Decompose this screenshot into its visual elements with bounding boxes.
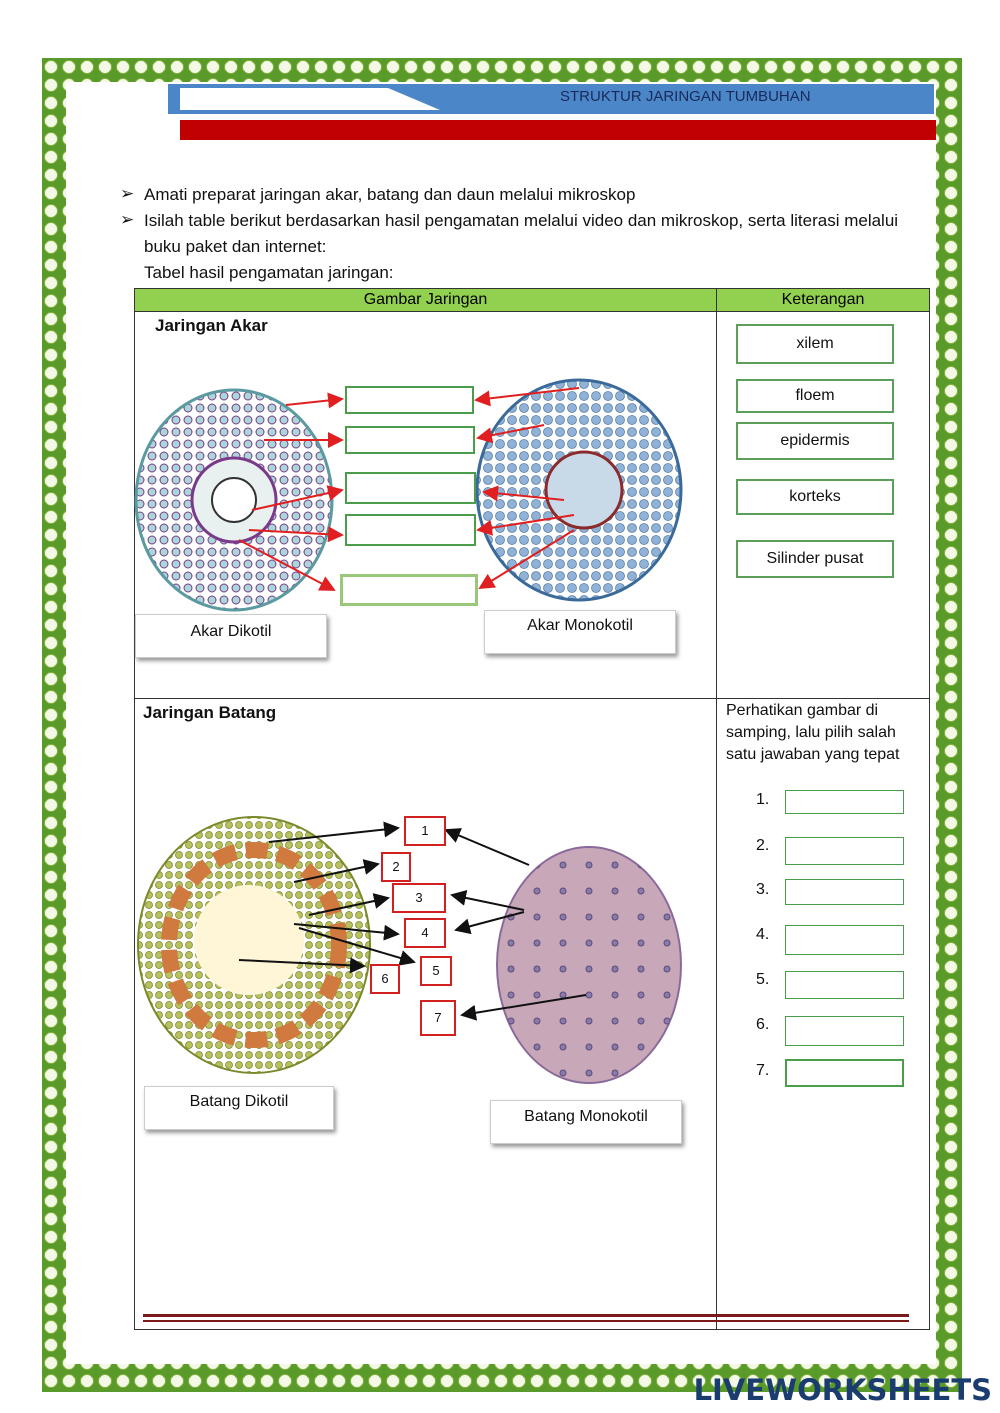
stem-label-1: 1 <box>404 816 446 846</box>
col-header-keterangan: Keterangan <box>716 288 930 312</box>
root-dicot-caption: Akar Dikotil <box>135 614 327 658</box>
stem-monocot-caption: Batang Monokotil <box>490 1100 682 1144</box>
stem-dicot-caption: Batang Dikotil <box>144 1086 334 1130</box>
stem-label-3: 3 <box>392 883 446 913</box>
stem-answer-7[interactable] <box>785 1059 904 1087</box>
stem-question-number: 2. <box>756 837 770 854</box>
keyword-floem[interactable]: floem <box>736 379 894 413</box>
header-red-bar <box>180 120 936 140</box>
col-header-gambar: Gambar Jaringan <box>134 288 717 312</box>
stem-answer-1[interactable] <box>785 790 904 814</box>
header-banner-white <box>180 88 440 110</box>
root-answer-1[interactable] <box>345 386 474 414</box>
arrow-bullet-icon: ➢ <box>120 210 135 229</box>
root-answer-3[interactable] <box>345 472 476 504</box>
stem-label-5: 5 <box>420 956 452 986</box>
stem-answer-2[interactable] <box>785 837 904 865</box>
keyword-epidermis[interactable]: epidermis <box>736 422 894 460</box>
root-title: Jaringan Akar <box>155 316 268 335</box>
stem-question-number: 7. <box>756 1062 770 1079</box>
stem-label-6: 6 <box>370 964 400 994</box>
stem-answer-4[interactable] <box>785 925 904 955</box>
stem-answer-6[interactable] <box>785 1016 904 1046</box>
root-answer-4[interactable] <box>345 514 476 546</box>
stem-illustration <box>137 816 682 1084</box>
root-illustration <box>134 378 683 612</box>
keyword-korteks[interactable]: korteks <box>736 479 894 515</box>
table-caption: Tabel hasil pengamatan jaringan: <box>144 263 394 282</box>
instruction-2: Isilah table berikut berdasarkan hasil p… <box>144 211 899 256</box>
bottom-divider-thin <box>143 1320 909 1322</box>
stem-question-number: 6. <box>756 1016 770 1033</box>
bottom-divider <box>143 1314 909 1317</box>
arrow-bullet-icon: ➢ <box>120 184 135 203</box>
root-answer-5[interactable] <box>340 574 478 606</box>
stem-label-4: 4 <box>404 918 446 948</box>
stem-instruction: Perhatikan gambar di samping, lalu pilih… <box>726 702 900 763</box>
stem-title: Jaringan Batang <box>143 703 277 722</box>
brand-logo: LIVEWORKSHEETS <box>693 1373 992 1407</box>
stem-answer-3[interactable] <box>785 879 904 905</box>
stem-question-number: 4. <box>756 926 770 943</box>
page-title: STRUKTUR JARINGAN TUMBUHAN <box>560 88 811 105</box>
root-monocot-caption: Akar Monokotil <box>484 610 676 654</box>
stem-question-number: 5. <box>756 971 770 988</box>
stem-answer-5[interactable] <box>785 971 904 999</box>
instruction-1: Amati preparat jaringan akar, batang dan… <box>144 185 636 204</box>
keyword-silinder-pusat[interactable]: Silinder pusat <box>736 540 894 578</box>
stem-question-number: 3. <box>756 881 770 898</box>
root-answer-2[interactable] <box>345 426 475 454</box>
keyword-xilem[interactable]: xilem <box>736 324 894 364</box>
stem-label-2: 2 <box>381 852 411 882</box>
stem-label-7: 7 <box>420 1000 456 1036</box>
stem-answer-cell <box>716 698 930 1330</box>
stem-question-number: 1. <box>756 791 770 808</box>
